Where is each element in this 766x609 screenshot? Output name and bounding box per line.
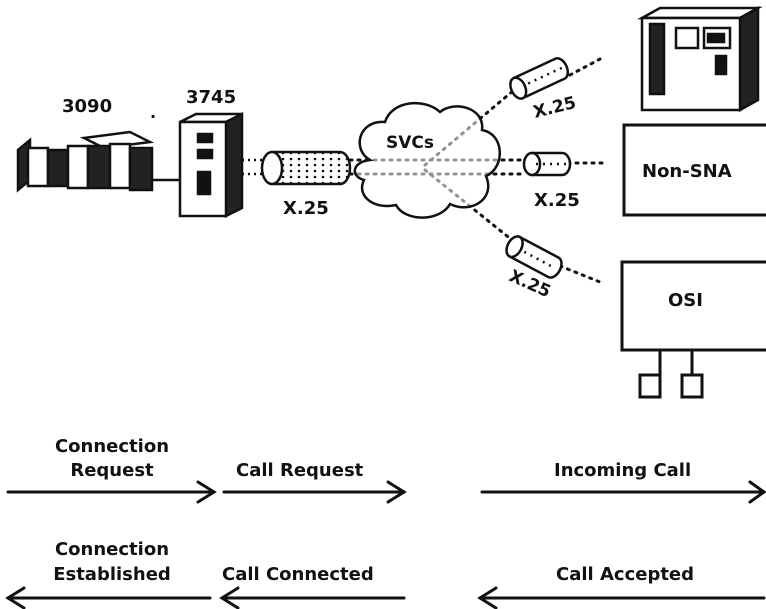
incoming-call-arrow <box>480 480 766 504</box>
main-x25-link-icon <box>242 150 352 186</box>
connection-request-label-line1: Connection <box>55 436 169 457</box>
middle-link-label: X.25 <box>534 190 580 211</box>
svc-cloud-icon <box>353 101 501 219</box>
incoming-call-label: Incoming Call <box>554 460 691 481</box>
upper-x25-link-icon <box>509 57 570 100</box>
controller-3745-icon <box>178 111 244 219</box>
non-sna-box <box>622 123 766 217</box>
call-connected-arrow <box>219 586 406 609</box>
call-accepted-arrow <box>477 586 766 609</box>
call-accepted-label: Call Accepted <box>556 564 694 585</box>
main-link-label: X.25 <box>283 198 329 219</box>
osi-terminal-right-icon <box>680 373 704 399</box>
host-label: 3090 <box>62 96 112 117</box>
connection-established-arrow <box>5 586 212 609</box>
controller-label: 3745 <box>186 87 236 108</box>
stray-dot: . <box>150 103 156 122</box>
connection-request-arrow <box>6 480 217 504</box>
mainframe-3090-icon <box>16 130 180 193</box>
call-connected-label: Call Connected <box>222 564 374 585</box>
upper-link-label: X.25 <box>531 93 578 123</box>
call-request-arrow <box>222 480 407 504</box>
osi-terminal-left-icon <box>638 373 662 399</box>
lower-x25-link-icon <box>505 235 563 279</box>
connection-established-label-line1: Connection <box>55 539 169 560</box>
connection-request-label-line2: Request <box>70 460 154 481</box>
osi-label: OSI <box>668 290 703 311</box>
osi-system <box>620 260 766 399</box>
call-request-label: Call Request <box>236 460 364 481</box>
computer-cabinet-icon <box>637 5 763 113</box>
cloud-label: SVCs <box>386 133 434 153</box>
connection-established-label-line2: Established <box>53 564 171 585</box>
non-sna-label: Non-SNA <box>642 161 732 182</box>
middle-x25-link-icon <box>522 151 572 177</box>
